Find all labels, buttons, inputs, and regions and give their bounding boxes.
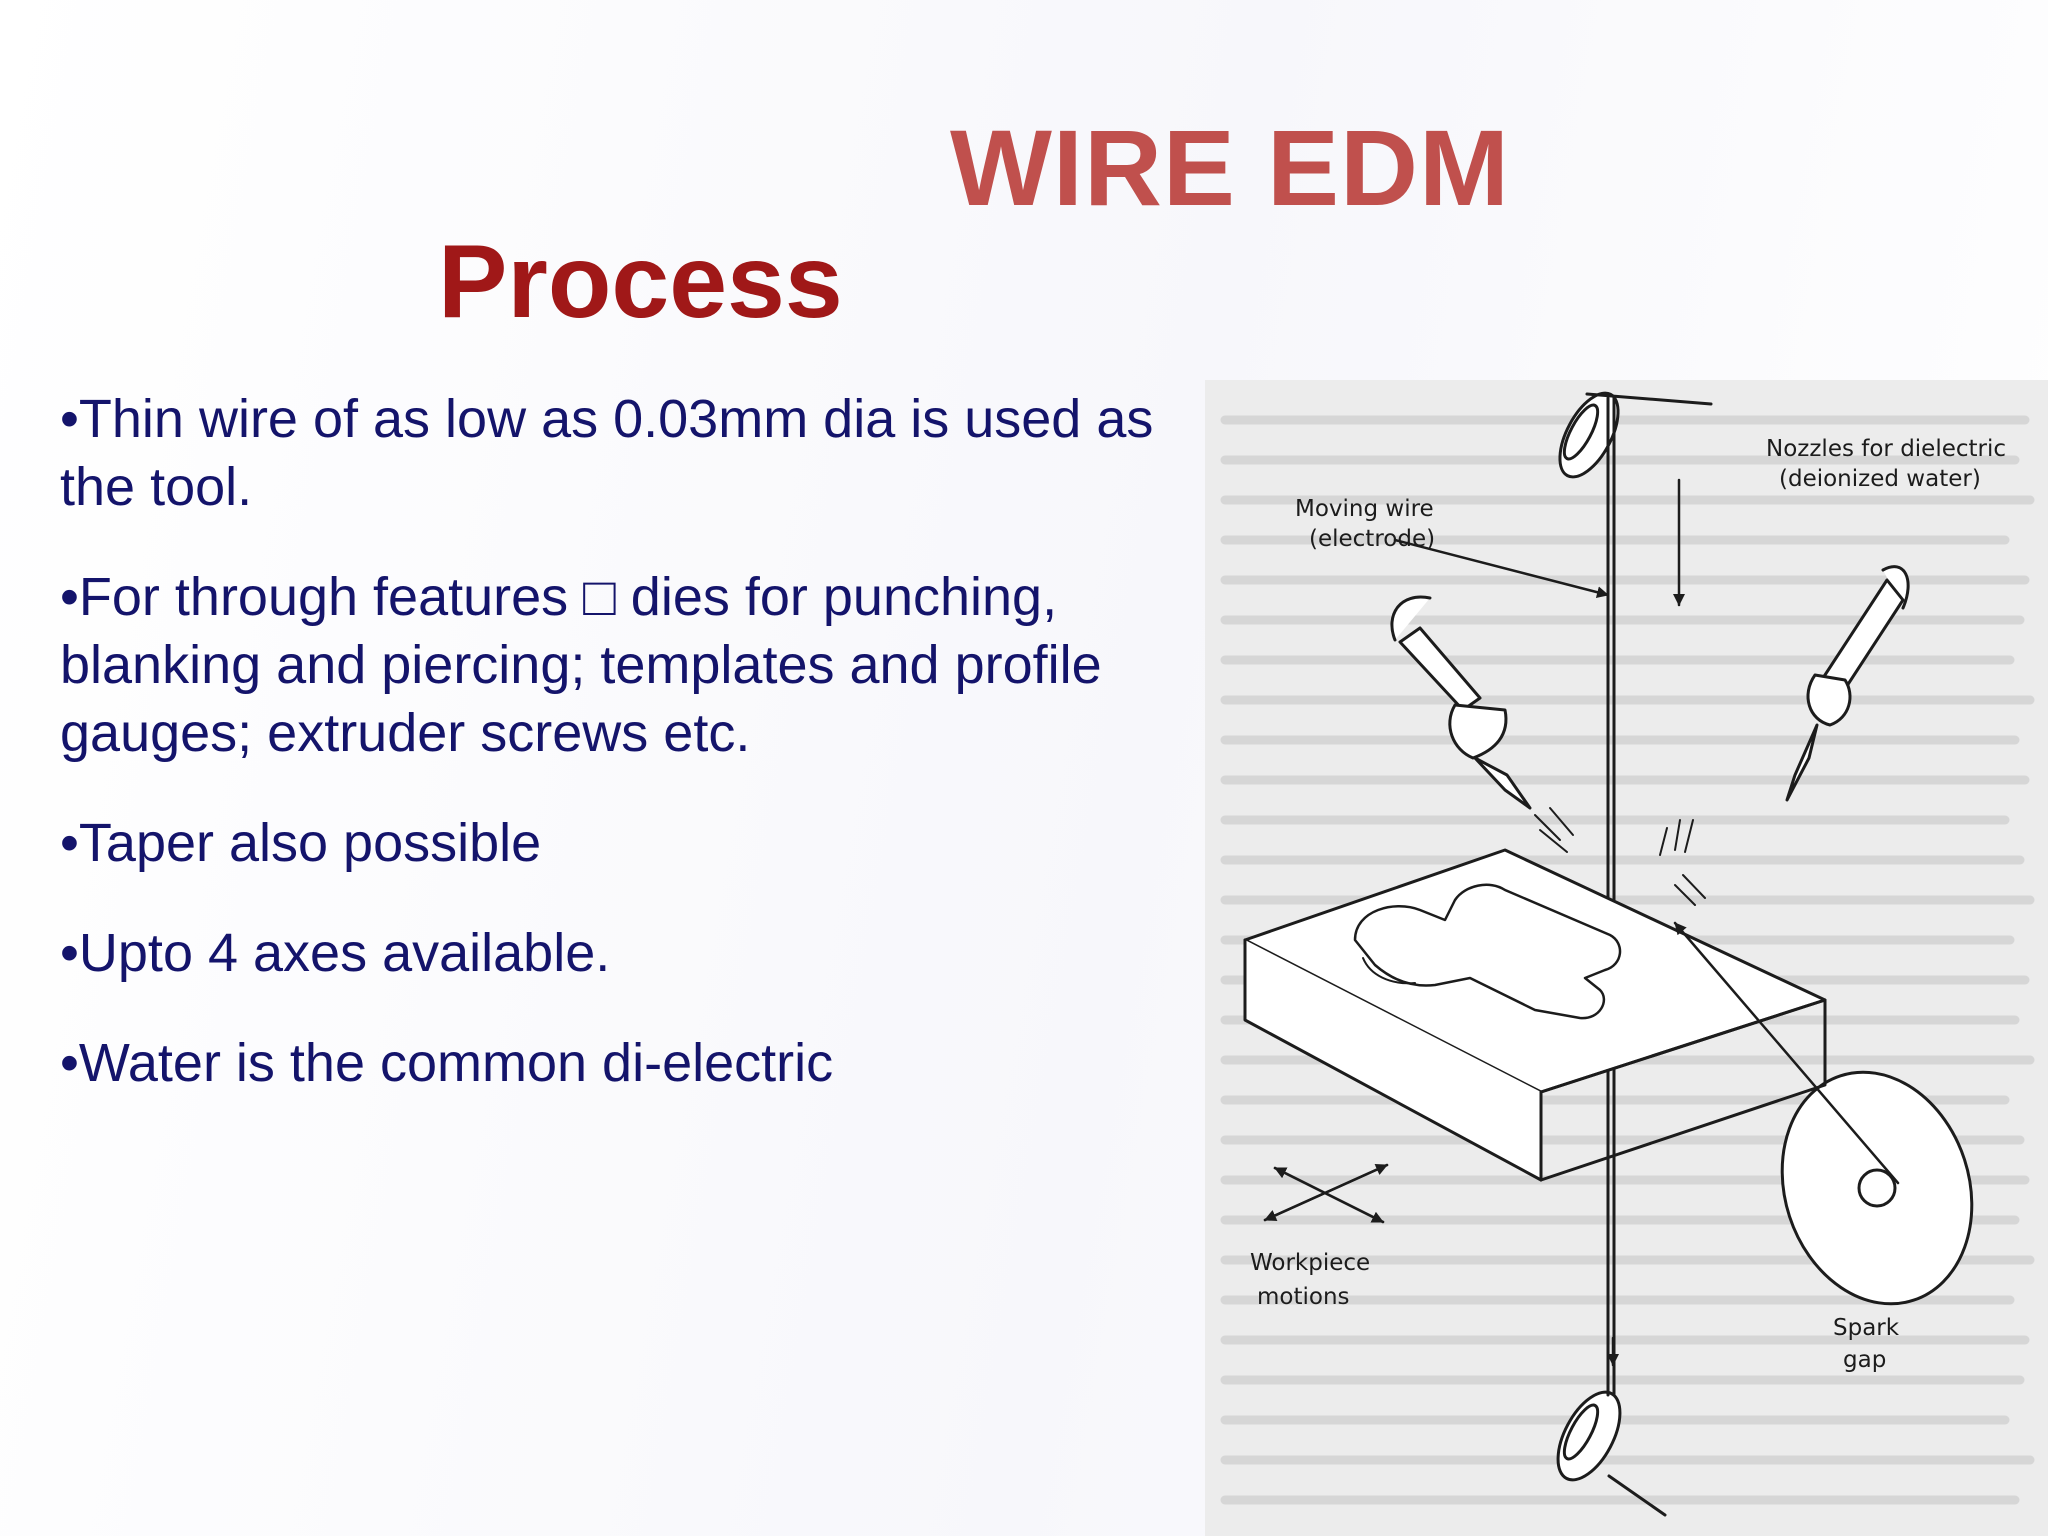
- bullet-text: Thin wire of as low as 0.03mm dia is use…: [60, 389, 1154, 517]
- bullet-text: Upto 4 axes available.: [78, 923, 611, 983]
- bullet-text: Water is the common di-electric: [78, 1033, 834, 1093]
- bullet-marker: •: [60, 1033, 79, 1093]
- label-workpiece-line2: motions: [1257, 1284, 1350, 1310]
- label-wire-line1: Moving wire: [1295, 496, 1434, 522]
- bullet-item: •Water is the common di-electric: [60, 1029, 1190, 1097]
- bullet-list: •Thin wire of as low as 0.03mm dia is us…: [60, 385, 1190, 1139]
- bullet-marker: •: [60, 567, 79, 627]
- bullet-marker: •: [60, 389, 79, 449]
- guide-pulley: [1780, 1070, 1974, 1306]
- right-nozzle: [1785, 565, 1910, 802]
- wire-edm-diagram: Nozzles for dielectric (deionized water)…: [1205, 380, 2048, 1536]
- bullet-marker: •: [60, 813, 79, 873]
- workpiece-block: [1243, 848, 1827, 1182]
- bullet-item: •For through features □ dies for punchin…: [60, 563, 1190, 767]
- bottom-spool: [1556, 1390, 1667, 1517]
- dielectric-spray: [1534, 807, 1706, 906]
- bullet-text: Taper also possible: [78, 813, 542, 873]
- bullet-item: •Taper also possible: [60, 809, 1190, 877]
- label-wire-line2: (electrode): [1309, 526, 1435, 552]
- label-spark-line1: Spark: [1833, 1315, 1900, 1341]
- bullet-text: For through features □ dies for punching…: [60, 567, 1102, 763]
- label-spark-line2: gap: [1843, 1347, 1886, 1373]
- label-nozzles-line2: (deionized water): [1779, 466, 1981, 492]
- slide-title: WIRE EDM: [950, 107, 1510, 228]
- slide-subtitle: Process: [438, 224, 843, 340]
- diagram-labels: Nozzles for dielectric (deionized water)…: [1250, 436, 2006, 1373]
- left-nozzle: [1390, 595, 1532, 810]
- label-arrows: [1393, 478, 1900, 1367]
- bullet-item: •Upto 4 axes available.: [60, 919, 1190, 987]
- bullet-marker: •: [60, 923, 79, 983]
- label-workpiece-line1: Workpiece: [1250, 1250, 1370, 1276]
- bullet-item: •Thin wire of as low as 0.03mm dia is us…: [60, 385, 1190, 521]
- motion-arrows-icon: [1263, 1163, 1389, 1224]
- top-spool: [1558, 391, 1713, 479]
- moving-wire: [1606, 396, 1616, 1397]
- label-nozzles-line1: Nozzles for dielectric: [1766, 436, 2006, 462]
